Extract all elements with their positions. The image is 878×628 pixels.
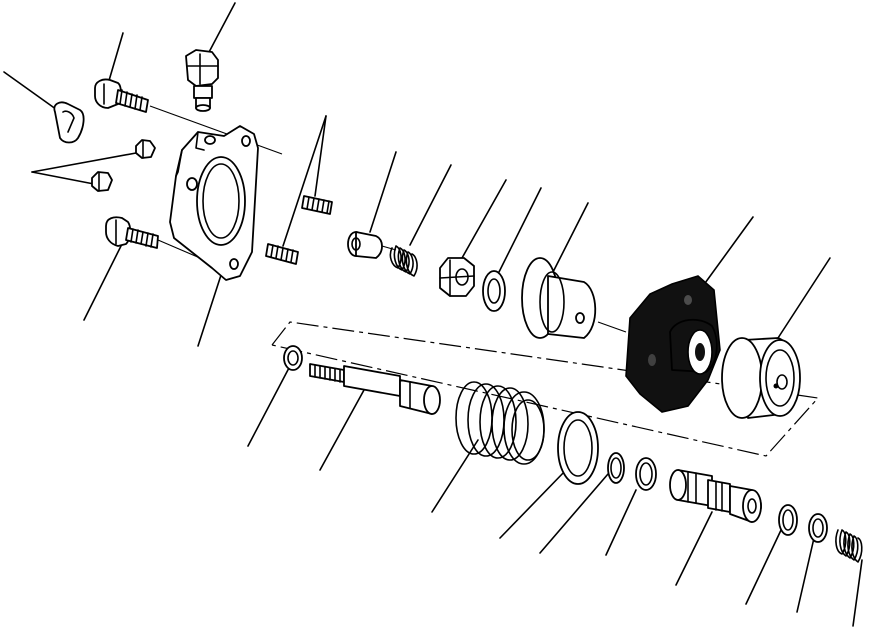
ring-icon <box>283 345 303 371</box>
set-screw-lower-icon <box>265 243 299 265</box>
leader-line-clip <box>3 71 61 113</box>
washer-icon <box>482 270 506 312</box>
leader-line-seal-ring-2 <box>605 489 637 556</box>
leader-line-ring <box>247 365 291 447</box>
leader-line-seal-ring-4 <box>796 537 815 613</box>
nut-upper-icon <box>135 139 156 159</box>
leader-line-piston <box>777 257 831 339</box>
clip-icon <box>53 101 85 144</box>
center-lines <box>149 105 820 457</box>
flange-icon <box>169 125 259 281</box>
large-spring-icon <box>455 381 545 465</box>
leader-line-bolt-lower <box>83 239 125 321</box>
leader-line-set-screw-upper <box>314 115 327 197</box>
leader-line-set-screw-lower <box>282 115 327 247</box>
seal-ring-4-icon <box>808 513 828 543</box>
leader-lines <box>3 2 863 627</box>
fitting-icon <box>185 49 219 112</box>
leader-line-spool <box>675 511 713 586</box>
center-line-bolt-lower <box>157 239 201 259</box>
bolt-upper-icon <box>94 78 149 113</box>
leader-line-cover <box>699 216 754 291</box>
bolt-lower-icon <box>105 216 159 249</box>
shaft-icon <box>309 363 441 415</box>
seal-ring-2-icon <box>635 457 657 491</box>
leader-line-washer <box>495 187 542 279</box>
leader-line-bushing <box>549 202 589 279</box>
cover-plate-icon <box>625 275 721 413</box>
leader-line-nut-upper <box>31 152 137 173</box>
leader-line-fitting <box>207 2 236 55</box>
plunger-icon <box>347 231 383 259</box>
leader-line-small-spring <box>409 164 452 246</box>
end-spring-icon <box>835 529 863 563</box>
center-line-upper-axis <box>381 245 397 251</box>
spool-icon <box>669 469 762 523</box>
center-line-main-axis <box>597 321 627 333</box>
seal-ring-3-icon <box>778 504 798 536</box>
hex-nut-icon <box>439 257 475 297</box>
seal-ring-1-icon <box>607 452 625 484</box>
leader-line-plunger <box>369 151 397 233</box>
set-screw-upper-icon <box>301 195 333 215</box>
leader-line-seal-ring-3 <box>745 527 783 605</box>
bushing-icon <box>521 257 597 339</box>
piston-icon <box>721 337 801 419</box>
assembly-outline <box>271 321 820 457</box>
leader-line-end-spring <box>852 559 863 627</box>
leader-line-flange <box>197 271 223 347</box>
leader-line-large-washer <box>499 469 567 539</box>
center-line-bolt-upper <box>149 105 283 155</box>
leader-line-shaft <box>319 389 365 471</box>
leader-line-large-spring <box>431 439 479 513</box>
leader-line-bolt-upper <box>107 32 124 85</box>
large-washer-icon <box>557 411 599 485</box>
nut-lower-icon <box>91 171 113 192</box>
leader-line-hex-nut <box>461 179 507 259</box>
small-spring-icon <box>389 245 418 277</box>
leader-line-seal-ring-1 <box>539 473 609 554</box>
leader-line-nut-lower <box>31 171 95 185</box>
